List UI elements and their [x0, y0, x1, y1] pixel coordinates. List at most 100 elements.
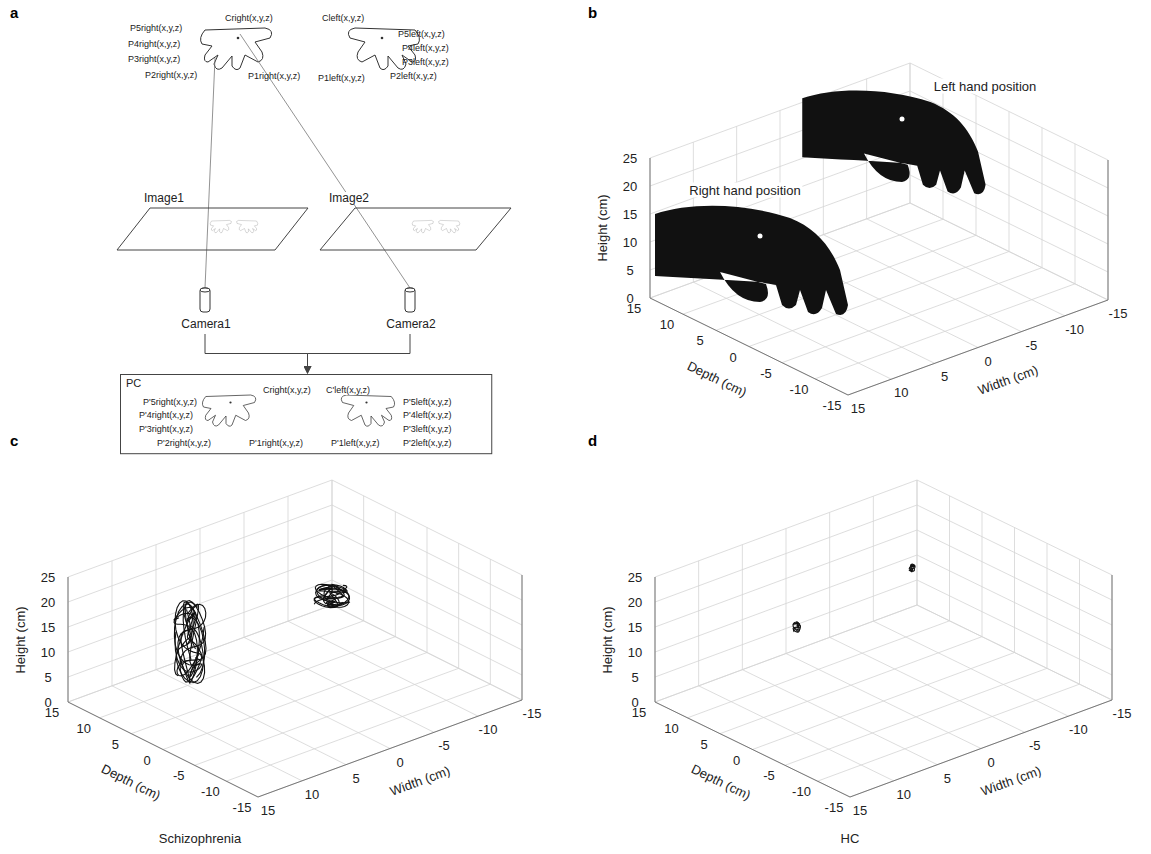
axis-label: -5: [173, 769, 185, 782]
grid-line: [850, 700, 1112, 797]
axis-label: 15: [628, 621, 642, 634]
grid-line: [395, 512, 396, 637]
grid-line: [68, 702, 258, 797]
point-label: C'left(x,y,z): [325, 386, 371, 395]
axis-label: 15: [41, 621, 55, 634]
axis-label: 0: [143, 753, 150, 766]
grid-line: [1009, 112, 1010, 252]
point-label: P5left(x,y,z): [398, 30, 445, 39]
grid-line: [112, 561, 113, 686]
grid-line: [68, 480, 332, 577]
node-label: Image2: [328, 192, 370, 204]
point-label: P'5left(x,y,z): [402, 398, 453, 407]
grid-line: [650, 158, 651, 298]
grid-line: [688, 621, 950, 718]
axis-label: -5: [1026, 338, 1038, 351]
axis-label: 15: [851, 402, 865, 415]
grid-line: [848, 300, 1108, 395]
grid-line: [332, 480, 522, 575]
grid-line: [742, 670, 937, 765]
point-label: P'3right(x,y,z): [138, 425, 194, 434]
grid-line: [655, 577, 656, 702]
axis-label: 0: [984, 354, 991, 367]
axis-label: 10: [664, 721, 678, 734]
grid-line: [753, 653, 1015, 750]
point-label: P2right(x,y,z): [145, 71, 197, 80]
axis-label: HC: [841, 832, 860, 845]
axis-label: Width (cm): [976, 363, 1039, 397]
grid-line: [720, 637, 982, 734]
point-label: P'3left(x,y,z): [402, 425, 453, 434]
grid-line: [332, 555, 522, 650]
axis-label: 5: [944, 771, 951, 784]
axis-label: -5: [1029, 739, 1041, 752]
grid-line: [68, 505, 332, 602]
grid-line: [363, 496, 364, 621]
point-label: P'1left(x,y,z): [330, 439, 381, 448]
point-label: P'5right(x,y,z): [142, 398, 198, 407]
grid-line: [200, 654, 390, 749]
image-plane-outline: [117, 208, 308, 250]
camera-lens: [405, 288, 415, 292]
grid-line: [1014, 528, 1015, 653]
image-plane: Image1: [115, 190, 310, 252]
camera: Camera1: [170, 286, 240, 332]
node-label: PC: [125, 378, 142, 389]
trajectory-line: [909, 565, 915, 571]
grid-line: [458, 543, 459, 668]
hand-position-dot: [758, 117, 905, 239]
grid-line: [910, 175, 1108, 272]
grid-line: [1112, 575, 1113, 700]
grid-line: [910, 203, 1108, 300]
hand-trajectory: [174, 564, 915, 683]
grid-line: [742, 545, 743, 670]
grid-line: [332, 580, 522, 675]
grid-line: [244, 512, 245, 637]
point-label: Cleft(x,y,z): [322, 14, 364, 23]
axis-label: 10: [623, 236, 637, 249]
grid-line: [1047, 543, 1048, 668]
grid-line: [917, 480, 918, 605]
axis-label: 15: [627, 302, 641, 315]
point-label: P2left(x,y,z): [390, 72, 437, 81]
axis-label: -10: [479, 723, 498, 736]
axis-label: 25: [628, 571, 642, 584]
grid-line: [917, 530, 1112, 625]
panel-letter: a: [10, 5, 18, 20]
grid-line: [917, 605, 1112, 700]
grid-line: [258, 700, 522, 797]
axis-label: 25: [41, 571, 55, 584]
axis-label: 15: [632, 706, 646, 719]
axis-label: Height (cm): [601, 606, 614, 673]
grid-line: [650, 298, 848, 395]
grid-line: [655, 605, 917, 702]
axis-label: 10: [660, 318, 674, 331]
grid-line: [131, 637, 395, 734]
axis-label: Depth (cm): [689, 762, 752, 802]
axis-label: -10: [1065, 322, 1084, 335]
grid-line: [786, 654, 981, 749]
grid-line: [522, 575, 523, 700]
grid-line: [332, 605, 522, 700]
grid-line: [850, 700, 1112, 797]
point-label: P4right(x,y,z): [128, 40, 180, 49]
axis-label: -15: [825, 801, 844, 814]
grid-line: [917, 480, 918, 605]
panel-letter: d: [588, 433, 597, 448]
grid-line: [655, 605, 917, 702]
axis-label: 15: [623, 208, 637, 221]
axis-label: 5: [626, 264, 633, 277]
grid-line: [1079, 559, 1080, 684]
axis-label: 0: [733, 753, 740, 766]
axis-label: -15: [1109, 307, 1128, 320]
axis-label: 10: [41, 646, 55, 659]
axis-label: -10: [792, 785, 811, 798]
grid-line: [829, 512, 830, 637]
camera-lens: [200, 288, 210, 292]
axis-label: 5: [696, 334, 703, 347]
grid-line: [1075, 144, 1076, 284]
image-plane-outline: [320, 208, 511, 250]
point-label: P'4left(x,y,z): [402, 411, 453, 420]
connector: [308, 334, 411, 373]
pc-box: PCP'5right(x,y,z)Cright(x,y,z)P'4right(x…: [120, 374, 495, 454]
